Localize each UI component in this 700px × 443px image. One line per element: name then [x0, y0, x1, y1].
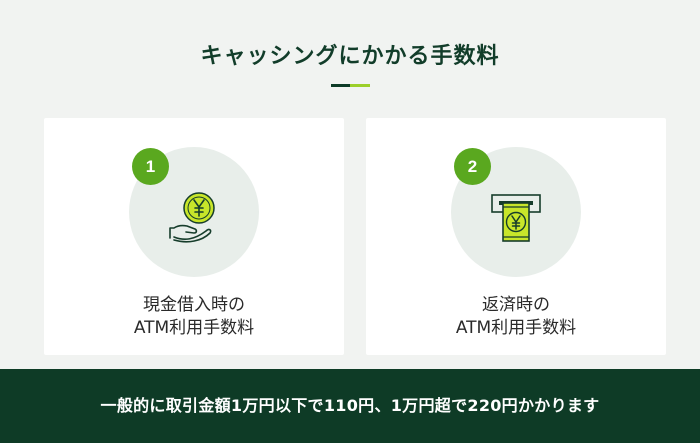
- card-label-line2: ATM利用手数料: [133, 318, 255, 338]
- card-label-line2: ATM利用手数料: [455, 318, 577, 338]
- hand-holding-yen-coin-icon: [164, 188, 224, 248]
- step-badge: 1: [132, 148, 169, 185]
- atm-yen-bill-icon: [486, 188, 546, 248]
- fee-card-withdrawal: 1 現金借入時の ATM利用手数料: [44, 118, 344, 355]
- fee-card-repayment: 2 返済時の ATM利用手数料: [366, 118, 666, 355]
- footer-note: 一般的に取引金額1万円以下で110円、1万円超で220円かかります: [0, 369, 700, 443]
- card-label-line1: 現金借入時の: [143, 295, 245, 315]
- page-title: キャッシングにかかる手数料: [200, 44, 500, 69]
- title-underline: [331, 84, 370, 87]
- card-label: 返済時の ATM利用手数料: [366, 294, 666, 340]
- underline-dark-segment: [331, 84, 350, 87]
- underline-light-segment: [350, 84, 370, 87]
- card-label-line1: 返済時の: [482, 295, 550, 315]
- step-badge: 2: [454, 148, 491, 185]
- card-label: 現金借入時の ATM利用手数料: [44, 294, 344, 340]
